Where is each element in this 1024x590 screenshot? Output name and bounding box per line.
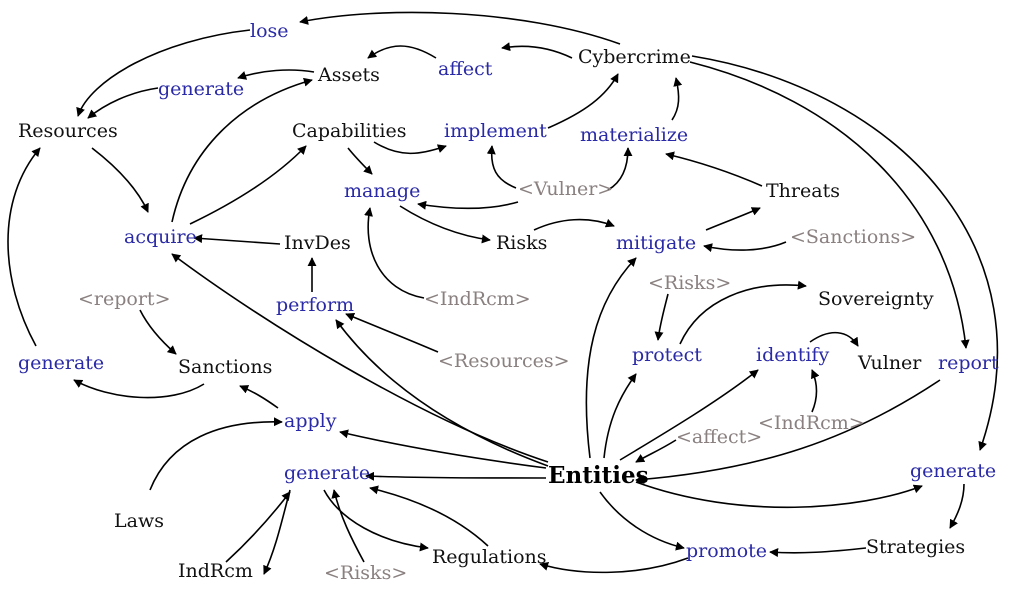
edge-entities-apply bbox=[339, 429, 547, 469]
node-cybercrime: Cybercrime bbox=[578, 46, 691, 68]
edge-generate-regulations bbox=[323, 489, 429, 552]
verb-report: report bbox=[938, 352, 999, 374]
edge-resources-acquire bbox=[91, 147, 149, 213]
edge-indrcm-identify bbox=[811, 369, 820, 413]
shadow-report: <report> bbox=[78, 288, 171, 310]
shadow-affect: <affect> bbox=[676, 426, 763, 448]
edge-entities-generate-strategies bbox=[635, 481, 923, 509]
edge-mitigate-threats bbox=[705, 207, 761, 231]
edge-entities-promote bbox=[599, 491, 685, 551]
edge-sanctions-generate bbox=[73, 379, 205, 399]
node-laws: Laws bbox=[114, 510, 164, 532]
shadow-sanctions: <Sanctions> bbox=[790, 226, 917, 248]
verb-identify: identify bbox=[756, 344, 830, 366]
node-risks: Risks bbox=[496, 232, 548, 254]
edge-capabilities-manage bbox=[347, 147, 373, 175]
verb-generate-assets: generate bbox=[158, 78, 245, 100]
edge-cybercrime-lose bbox=[299, 11, 621, 45]
edge-acquire-capabilities bbox=[189, 145, 307, 225]
verb-generate-sanctions: generate bbox=[18, 352, 105, 374]
edge-vulner-materialize bbox=[607, 147, 633, 191]
edge-entities-identify bbox=[619, 369, 759, 461]
verb-lose: lose bbox=[250, 20, 289, 42]
edge-identify-vulner bbox=[809, 331, 859, 347]
edge-acquire-assets bbox=[171, 77, 313, 223]
verb-promote: promote bbox=[686, 540, 768, 562]
edge-apply-sanctions bbox=[239, 385, 279, 409]
node-indrcm: IndRcm bbox=[178, 560, 253, 582]
node-regulations: Regulations bbox=[432, 546, 547, 568]
edge-vulner-implement bbox=[486, 145, 517, 189]
node-capabilities: Capabilities bbox=[292, 120, 407, 142]
node-assets: Assets bbox=[318, 64, 380, 86]
verb-generate-regulations: generate bbox=[284, 462, 371, 484]
edge-report-entities bbox=[635, 379, 941, 484]
verb-materialize: materialize bbox=[580, 124, 689, 146]
edge-indrcm-manage bbox=[364, 207, 425, 299]
edge-invdes-acquire bbox=[193, 234, 281, 245]
edge-threats-materialize bbox=[665, 151, 763, 187]
node-resources: Resources bbox=[18, 120, 118, 142]
edge-sanctions-mitigate bbox=[703, 241, 787, 253]
edge-affect-entities bbox=[635, 439, 677, 463]
verb-generate-strategies: generate bbox=[910, 460, 997, 482]
edge-entities-perform bbox=[335, 319, 549, 467]
edge-entities-protect bbox=[603, 373, 637, 459]
edge-manage-risks bbox=[399, 205, 491, 244]
edge-report-sanctions bbox=[139, 309, 177, 355]
edge-protect-sovereignty bbox=[679, 280, 807, 345]
edge-generate-strategies bbox=[949, 483, 965, 529]
edge-implement-cybercrime bbox=[547, 73, 619, 129]
verb-manage: manage bbox=[344, 180, 421, 202]
edge-assets-generate bbox=[237, 69, 315, 80]
edge-vulner-manage bbox=[417, 200, 519, 210]
node-entities: Entities bbox=[548, 462, 649, 489]
verb-affect: affect bbox=[438, 58, 493, 80]
edge-risks-mitigate bbox=[533, 218, 615, 231]
edge-risks-protect bbox=[654, 293, 669, 341]
verb-acquire: acquire bbox=[124, 226, 197, 248]
shadow-indrcm-top: <IndRcm> bbox=[424, 288, 531, 310]
node-vulner: Vulner bbox=[858, 352, 922, 374]
edge-materialize-cybercrime bbox=[671, 77, 683, 121]
edge-generate-resources bbox=[87, 87, 159, 119]
node-strategies: Strategies bbox=[866, 536, 966, 558]
verb-protect: protect bbox=[632, 344, 702, 366]
edge-affect-assets bbox=[367, 45, 437, 59]
edge-entities-mitigate bbox=[585, 257, 637, 459]
edge-regulations-generate bbox=[369, 485, 489, 547]
shadow-risks-top: <Risks> bbox=[648, 272, 732, 294]
edge-promote-regulations bbox=[539, 557, 689, 574]
edge-generate-resources-left bbox=[7, 147, 41, 347]
verb-mitigate: mitigate bbox=[616, 232, 697, 254]
edge-risks-generate bbox=[331, 489, 365, 563]
shadow-risks-bottom: <Risks> bbox=[324, 562, 408, 584]
shadow-indrcm-bottom: <IndRcm> bbox=[758, 412, 865, 434]
edge-lose-resources bbox=[76, 29, 251, 117]
shadow-resources: <Resources> bbox=[438, 350, 570, 372]
node-threats: Threats bbox=[766, 180, 840, 202]
edge-indrcm-generate bbox=[225, 491, 291, 563]
edge-laws-apply bbox=[149, 417, 283, 491]
edge-generate-indrcm bbox=[263, 489, 291, 575]
edge-cybercrime-report bbox=[689, 61, 970, 349]
verb-implement: implement bbox=[444, 120, 547, 142]
verb-perform: perform bbox=[276, 294, 355, 316]
node-sovereignty: Sovereignty bbox=[818, 288, 934, 310]
shadow-vulner: <Vulner> bbox=[518, 178, 614, 200]
edge-cybercrime-affect bbox=[501, 42, 573, 59]
edge-entities-acquire bbox=[171, 253, 549, 463]
edge-resources-perform bbox=[345, 312, 439, 353]
node-invdes: InvDes bbox=[284, 232, 351, 254]
edge-capabilities-implement bbox=[373, 141, 447, 155]
verb-apply: apply bbox=[284, 410, 337, 432]
edge-entities-generate-regs bbox=[365, 471, 547, 481]
edge-cybercrime-generate-strategies bbox=[691, 55, 999, 451]
node-sanctions: Sanctions bbox=[178, 356, 273, 378]
edge-strategies-promote bbox=[769, 547, 867, 558]
